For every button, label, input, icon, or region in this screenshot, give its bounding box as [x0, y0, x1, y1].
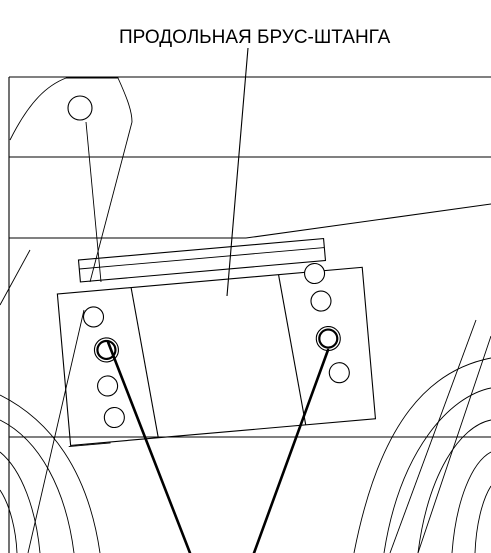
right-plate-bolt-head [318, 328, 339, 349]
left-plate-hole-4 [103, 406, 125, 429]
leader-lines [106, 47, 330, 553]
link-arm-head [66, 77, 133, 123]
bar-body [56, 266, 377, 447]
left-diagonal-stub [0, 249, 31, 306]
callout-label-longitudinal-bar: ПРОДОЛЬНАЯ БРУС-ШТАНГА [119, 27, 391, 48]
right-wheel [353, 319, 491, 553]
left-plate-hole-3 [97, 375, 119, 397]
left-diagonal-long [27, 309, 85, 553]
left-wheel [0, 394, 101, 553]
link-arm-pivot-hole [67, 95, 93, 121]
right-wheel-arc-3 [417, 419, 491, 553]
link-arm-left-edge [85, 121, 102, 283]
link-arm-right-edge [89, 121, 133, 283]
right-wheel-arc-4 [451, 451, 491, 553]
left-plate-bolt-head [96, 339, 117, 361]
right-plate-hole-4 [328, 362, 350, 384]
link-arm [9, 77, 133, 283]
bar-bottom-lip [68, 442, 111, 448]
right-link-edge-1 [389, 319, 477, 553]
right-wheel-arc-1 [353, 357, 491, 553]
left-wheel-arc-1 [0, 394, 101, 553]
bar-upper-flange [77, 237, 327, 283]
right-wheel-arc-5 [474, 485, 491, 553]
leader-line-longitudinal-bar [226, 47, 249, 297]
bar-upper-flange-inner [79, 247, 325, 270]
right-plate-hole-2 [310, 290, 332, 312]
right-plate-hole-1 [304, 262, 326, 285]
left-plate-hole-1 [82, 306, 105, 328]
left-wheel-arc-4 [0, 489, 18, 553]
right-link-edge-2 [417, 335, 491, 553]
link-arm-outer-curve [9, 77, 67, 141]
left-diagonals [0, 249, 85, 553]
left-plate-divider [130, 287, 159, 438]
left-wheel-arc-2 [0, 419, 75, 553]
leader-line-left-bolt [106, 340, 192, 553]
frame [8, 76, 491, 553]
left-wheel-arc-3 [0, 451, 41, 553]
right-wheel-arc-2 [383, 387, 491, 553]
right-plate-divider [277, 274, 307, 425]
longitudinal-bar-assembly [56, 237, 377, 448]
frame-middle-rail-right [245, 203, 491, 239]
leader-line-right-bolt [252, 348, 330, 553]
